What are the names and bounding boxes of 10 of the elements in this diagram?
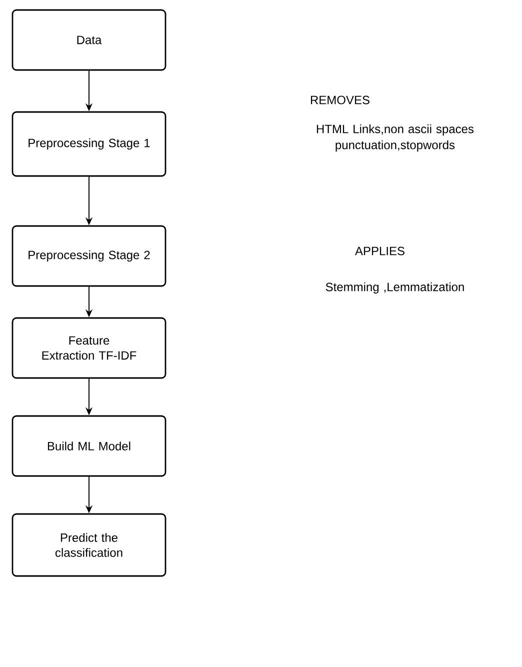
process-box: Build ML Model bbox=[12, 415, 166, 477]
process-box: Feature Extraction TF-IDF bbox=[12, 317, 166, 379]
side-note: Stemming ,Lemmatization bbox=[326, 282, 464, 294]
side-note: HTML Links,non ascii spaces punctuation,stopwords bbox=[316, 124, 474, 152]
process-box: Predict the classification bbox=[12, 513, 166, 577]
process-box: Preprocessing Stage 1 bbox=[12, 111, 166, 177]
side-note: APPLIES bbox=[355, 246, 404, 256]
process-box: Data bbox=[12, 9, 166, 71]
process-box: Preprocessing Stage 2 bbox=[12, 225, 166, 287]
side-note: REMOVES bbox=[310, 96, 370, 104]
